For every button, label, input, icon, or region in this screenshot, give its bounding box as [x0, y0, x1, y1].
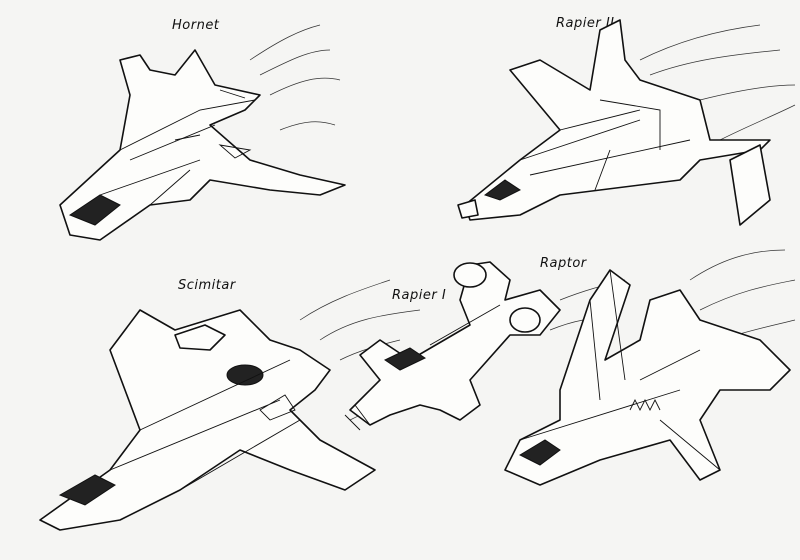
ship-scimitar — [39, 279, 421, 531]
label-hornet: Hornet — [172, 18, 220, 33]
label-rapier-i: Rapier I — [392, 288, 447, 303]
ship-raptor — [504, 249, 796, 486]
label-scimitar: Scimitar — [178, 278, 236, 293]
label-raptor: Raptor — [540, 256, 587, 271]
ship-rapier-ii — [457, 19, 796, 226]
ship-hornet — [59, 24, 346, 241]
label-rapier-ii: Rapier II — [556, 16, 615, 31]
